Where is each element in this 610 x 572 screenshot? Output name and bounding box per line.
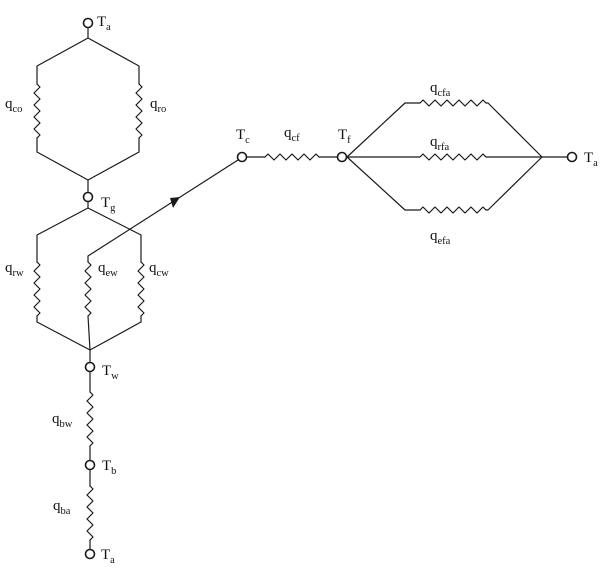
label-q-ba: qba <box>53 498 71 517</box>
node-ta-top <box>82 17 94 29</box>
label-t-w: Tw <box>102 363 119 382</box>
floor-chain <box>86 371 94 551</box>
wire-ta-top-right <box>87 37 140 85</box>
resistor-q-co <box>33 83 41 139</box>
wire-tf-to-efa <box>346 156 421 211</box>
resistor-q-ro <box>135 83 143 139</box>
label-q-efa: qefa <box>430 228 451 247</box>
label-t-c: Tc <box>236 127 250 146</box>
resistor-q-ba <box>86 485 94 541</box>
node-ta-bottom <box>84 548 96 560</box>
node-tw <box>84 361 96 373</box>
resistor-q-rw <box>33 261 41 317</box>
wire-right-to-tg <box>87 137 140 181</box>
fabric-network <box>346 99 568 214</box>
nodes <box>82 17 578 560</box>
wire-ew-to-tw <box>87 315 91 351</box>
wire-tg-to-cw <box>87 207 142 263</box>
label-q-ro: qro <box>150 96 166 115</box>
label-q-rw: qrw <box>5 260 24 279</box>
wire-ta-top-left <box>36 27 89 85</box>
label-q-cf: qcf <box>284 125 300 144</box>
wire-rw-to-tw <box>36 315 91 363</box>
arrow-head <box>170 197 180 208</box>
labels: Ta Tg Tw Tb Ta Tc Tf Ta qco qro qrw qew … <box>5 14 598 566</box>
resistor-q-efa <box>419 206 487 214</box>
ceiling-chain <box>246 153 338 161</box>
resistor-q-bw <box>86 391 94 447</box>
label-q-bw: qbw <box>52 411 73 430</box>
node-tc <box>236 151 248 163</box>
wire-tf-to-cfa <box>346 102 421 158</box>
wire-efa-to-ta <box>485 156 543 211</box>
wall-network <box>33 159 239 363</box>
resistor-q-cfa <box>419 99 487 107</box>
label-q-ew: qew <box>98 260 118 279</box>
label-t-a-bottom: Ta <box>101 547 115 566</box>
label-q-rfa: qrfa <box>430 134 449 153</box>
label-q-co: qco <box>5 96 22 115</box>
node-tf <box>336 151 348 163</box>
node-ta-right <box>566 151 578 163</box>
resistor-q-ew <box>84 261 92 317</box>
label-t-f: Tf <box>338 127 351 146</box>
label-t-a-right: Ta <box>584 150 598 169</box>
resistor-q-cf <box>264 153 320 161</box>
label-t-a-top: Ta <box>97 14 111 33</box>
wire-tg-down <box>36 201 89 263</box>
resistor-q-rfa <box>419 153 487 161</box>
wire-ew-to-tc <box>87 159 239 263</box>
node-tg <box>82 191 94 203</box>
wire-cfa-to-ta <box>485 102 543 158</box>
wire-cw-to-tw <box>89 315 142 351</box>
wire-left-to-tg <box>36 137 89 197</box>
label-t-b: Tb <box>102 458 116 477</box>
label-t-g: Tg <box>101 195 116 214</box>
label-q-cw: qcw <box>149 260 169 279</box>
roof-network <box>33 27 143 197</box>
label-q-cfa: qcfa <box>430 80 451 99</box>
resistor-q-cw <box>137 261 145 317</box>
node-tb <box>84 459 96 471</box>
